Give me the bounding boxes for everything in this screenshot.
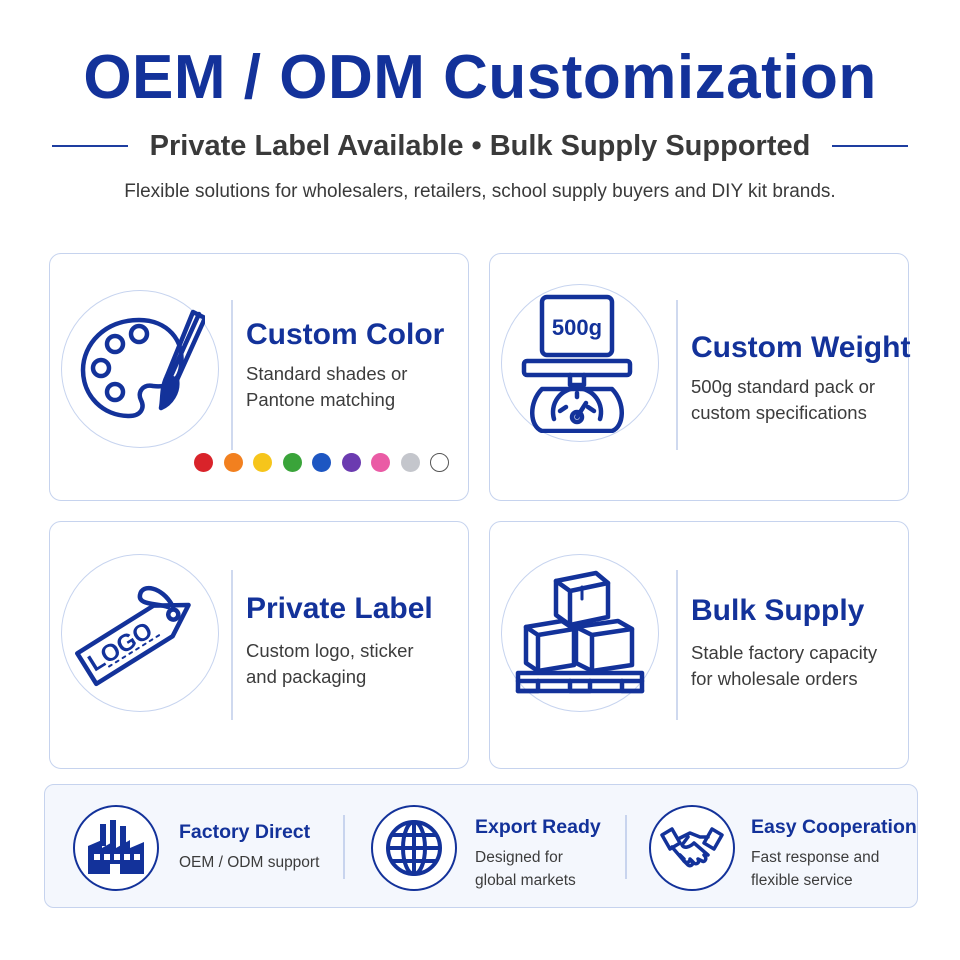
color-swatch — [430, 453, 449, 472]
card-divider — [676, 300, 678, 450]
card-description: Stable factory capacity for wholesale or… — [691, 640, 901, 692]
factory-icon-ring — [73, 805, 159, 891]
color-swatch — [223, 453, 243, 472]
color-swatch — [341, 453, 361, 472]
feature-divider — [343, 815, 345, 879]
left-rule — [51, 145, 128, 147]
feature-bar: Factory Direct OEM / ODM support Export … — [44, 784, 918, 908]
feature-title: Factory Direct — [179, 821, 311, 843]
color-swatch — [194, 453, 213, 472]
feature-desc-line: Designed for — [475, 849, 563, 866]
card-title: Bulk Supply — [691, 594, 865, 627]
feature-desc-line: flexible service — [751, 872, 853, 889]
feature-description: Fast response and flexible service — [751, 846, 901, 892]
feature-easy-cooperation: Easy Cooperation Fast response and flexi… — [625, 785, 917, 909]
card-desc-line: Pantone matching — [246, 389, 396, 410]
feature-factory-direct: Factory Direct OEM / ODM support — [45, 785, 335, 909]
card-private-label: LOGO Private Label Custom logo, sticker … — [49, 521, 469, 769]
card-desc-line: custom specifications — [691, 402, 867, 423]
feature-description: Designed for global markets — [475, 846, 625, 892]
feature-title: Easy Cooperation — [751, 816, 917, 838]
feature-desc-line: Fast response and — [751, 849, 880, 866]
card-custom-weight: 500g Custom Weight 500g standard pack or… — [489, 253, 911, 501]
card-divider — [231, 570, 233, 720]
scale-icon-ring: 500g — [501, 284, 659, 442]
feature-description: OEM / ODM support — [179, 851, 339, 874]
card-description: 500g standard pack or custom specificati… — [691, 374, 901, 426]
color-swatches — [194, 453, 449, 472]
card-divider — [231, 300, 233, 450]
palette-icon — [80, 309, 205, 419]
card-desc-line: Custom logo, sticker — [246, 640, 414, 661]
color-swatch — [400, 453, 420, 472]
color-swatch — [282, 453, 302, 472]
tag-icon: LOGO — [74, 585, 191, 687]
card-title: Custom Color — [246, 318, 445, 351]
color-swatch — [253, 453, 272, 472]
handshake-icon-ring — [649, 805, 735, 891]
card-title: Private Label — [246, 592, 433, 625]
feature-desc-line: OEM / ODM support — [179, 854, 320, 871]
color-swatch — [371, 453, 390, 472]
scale-icon: 500g — [521, 294, 633, 433]
palette-icon-ring — [61, 290, 219, 448]
factory-icon — [88, 820, 144, 874]
globe-icon-ring — [371, 805, 457, 891]
card-custom-color: Custom Color Standard shades or Pantone … — [49, 253, 469, 501]
card-desc-line: Standard shades or — [246, 363, 408, 384]
boxes-pallet-icon — [515, 570, 645, 694]
subtitle-row: Private Label Available • Bulk Supply Su… — [0, 124, 960, 168]
card-desc-line: and packaging — [246, 666, 367, 687]
feature-export-ready: Export Ready Designed for global markets — [345, 785, 625, 909]
card-title: Custom Weight — [691, 331, 911, 364]
page-subtitle: Private Label Available • Bulk Supply Su… — [149, 129, 811, 162]
tagline: Flexible solutions for wholesalers, reta… — [124, 181, 836, 202]
boxes-icon-ring — [501, 554, 659, 712]
page-title: OEM / ODM Customization — [83, 43, 877, 112]
card-bulk-supply: Bulk Supply Stable factory capacity for … — [489, 521, 909, 769]
globe-icon — [386, 820, 442, 876]
card-desc-line: 500g standard pack or — [691, 376, 876, 397]
feature-divider — [625, 815, 627, 879]
right-rule — [832, 145, 909, 147]
card-divider — [676, 570, 678, 720]
scale-label: 500g — [552, 315, 602, 340]
card-desc-line: Stable factory capacity — [691, 642, 878, 663]
card-description: Standard shades or Pantone matching — [246, 361, 446, 413]
feature-title: Export Ready — [475, 816, 601, 838]
feature-desc-line: global markets — [475, 872, 576, 889]
tag-icon-ring: LOGO — [61, 554, 219, 712]
handshake-icon — [660, 827, 724, 868]
color-swatch — [312, 453, 331, 472]
card-desc-line: for wholesale orders — [691, 668, 858, 689]
card-description: Custom logo, sticker and packaging — [246, 638, 446, 690]
